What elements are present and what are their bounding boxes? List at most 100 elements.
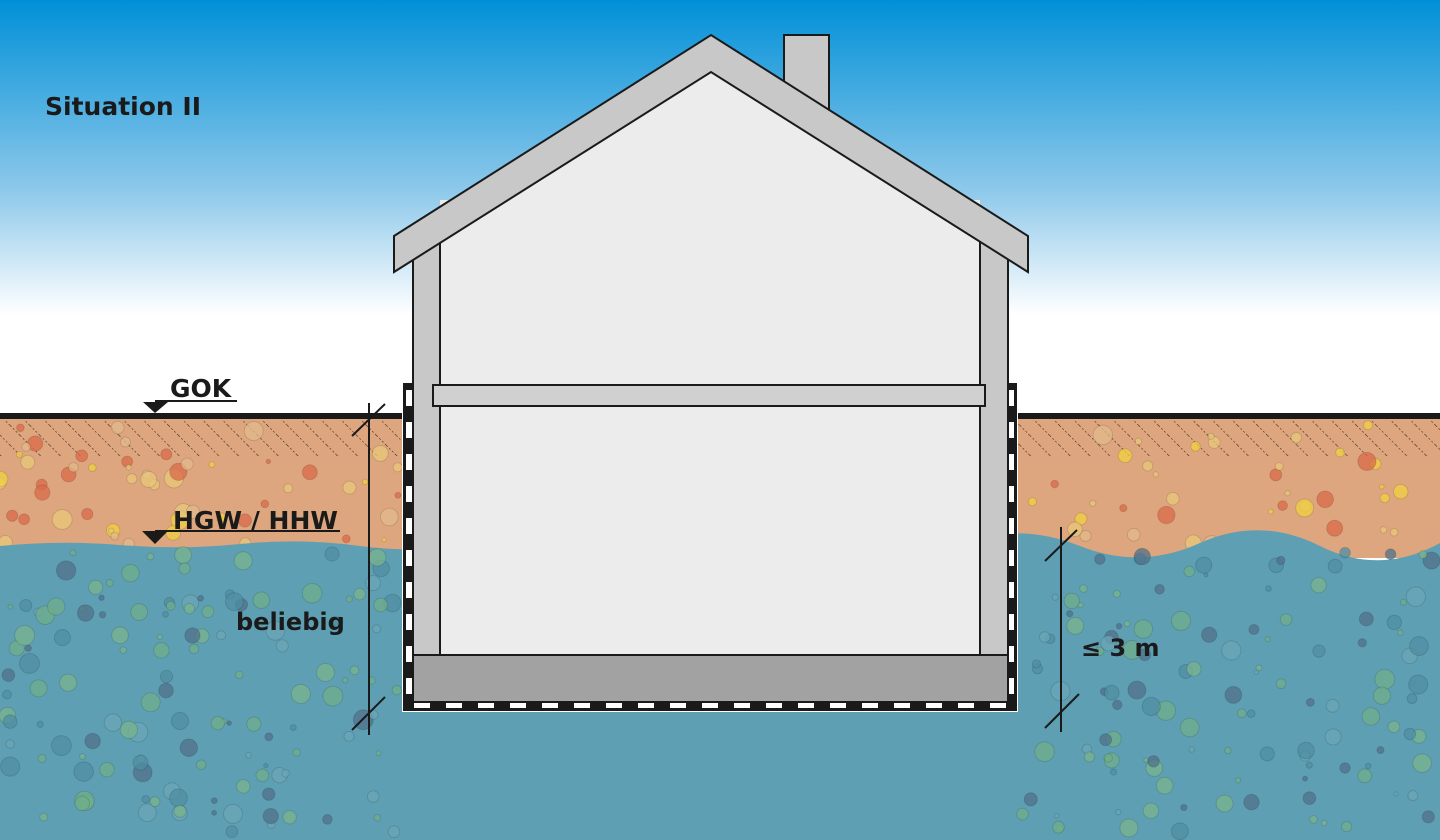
particle bbox=[170, 711, 190, 731]
particle bbox=[1236, 708, 1247, 719]
particle bbox=[373, 814, 382, 822]
particle bbox=[283, 483, 294, 494]
particle bbox=[1339, 546, 1351, 559]
particle bbox=[1134, 437, 1143, 446]
particle bbox=[98, 611, 107, 619]
particle bbox=[1126, 527, 1141, 542]
particle bbox=[1295, 498, 1315, 518]
particle bbox=[1264, 636, 1271, 643]
particle bbox=[125, 464, 132, 471]
particle bbox=[327, 520, 335, 529]
particle bbox=[19, 599, 33, 613]
particle bbox=[387, 825, 401, 839]
particle bbox=[332, 616, 344, 628]
particle bbox=[1405, 586, 1427, 607]
particle bbox=[74, 795, 90, 812]
particle bbox=[1421, 810, 1435, 824]
particle bbox=[341, 534, 351, 544]
left-dimension-line bbox=[351, 403, 386, 735]
particle bbox=[1387, 720, 1401, 734]
particle bbox=[39, 812, 49, 822]
particle bbox=[1305, 761, 1313, 769]
particle bbox=[159, 669, 174, 684]
particle bbox=[265, 458, 272, 465]
particle bbox=[1063, 592, 1081, 610]
particle bbox=[160, 448, 173, 461]
particle bbox=[1269, 468, 1283, 482]
particle bbox=[37, 753, 47, 764]
right-wall bbox=[979, 239, 1009, 657]
particle bbox=[2, 714, 18, 729]
particle bbox=[1133, 619, 1154, 639]
particle bbox=[1234, 777, 1242, 784]
particle bbox=[69, 549, 77, 557]
particle bbox=[121, 563, 140, 583]
particle bbox=[1302, 791, 1317, 805]
particle bbox=[88, 579, 104, 595]
particle bbox=[1358, 611, 1374, 627]
right-dimension-line bbox=[1044, 527, 1080, 732]
particle bbox=[1243, 793, 1260, 811]
particle bbox=[183, 602, 196, 615]
particle bbox=[215, 512, 227, 524]
particle bbox=[1362, 420, 1374, 431]
particle bbox=[1399, 598, 1407, 606]
max-depth-label: ≤ 3 m bbox=[1081, 634, 1160, 662]
particle bbox=[372, 624, 382, 634]
particle bbox=[149, 796, 161, 808]
particle bbox=[322, 685, 344, 707]
particle bbox=[282, 809, 297, 825]
particle bbox=[1412, 753, 1432, 774]
particle bbox=[1321, 819, 1328, 827]
particle bbox=[87, 463, 97, 473]
left-wall bbox=[412, 239, 441, 657]
particle bbox=[1339, 762, 1351, 774]
particle bbox=[110, 420, 125, 435]
particle bbox=[59, 673, 78, 692]
particle bbox=[236, 779, 251, 794]
particle bbox=[211, 809, 218, 816]
particle bbox=[1034, 741, 1055, 763]
particle bbox=[179, 738, 199, 757]
particle bbox=[98, 594, 105, 601]
particle bbox=[1305, 697, 1315, 707]
particle bbox=[1180, 803, 1188, 812]
particle bbox=[156, 633, 163, 640]
particle bbox=[1384, 548, 1397, 561]
particle bbox=[1376, 745, 1385, 755]
water-particles bbox=[0, 546, 1440, 840]
particle bbox=[5, 739, 15, 749]
particle bbox=[210, 797, 218, 805]
particle bbox=[1221, 640, 1242, 661]
particle bbox=[1092, 424, 1114, 446]
particle bbox=[366, 790, 380, 803]
particle bbox=[1103, 684, 1120, 701]
particle bbox=[1372, 686, 1392, 705]
particle bbox=[1157, 505, 1176, 525]
particle bbox=[1100, 635, 1117, 652]
particle bbox=[1207, 436, 1221, 449]
particle bbox=[342, 480, 357, 495]
gable-interior bbox=[440, 72, 980, 240]
particle bbox=[290, 683, 311, 704]
particle bbox=[392, 462, 403, 473]
particle bbox=[1379, 526, 1388, 534]
particle bbox=[1079, 529, 1092, 543]
particle bbox=[1302, 775, 1309, 782]
particle bbox=[233, 551, 253, 571]
particle bbox=[1142, 802, 1160, 820]
particle bbox=[1418, 550, 1428, 560]
particle bbox=[1170, 822, 1189, 840]
particle bbox=[15, 450, 23, 458]
particle bbox=[76, 604, 95, 622]
particle bbox=[1133, 547, 1151, 566]
particle bbox=[20, 454, 36, 470]
particle bbox=[1119, 504, 1128, 513]
particle bbox=[132, 754, 149, 771]
particle bbox=[1325, 698, 1340, 713]
ground-line-right bbox=[1016, 413, 1440, 419]
particle bbox=[226, 720, 232, 726]
particle bbox=[1031, 659, 1042, 669]
particle bbox=[1364, 762, 1372, 770]
particle bbox=[1053, 812, 1060, 819]
